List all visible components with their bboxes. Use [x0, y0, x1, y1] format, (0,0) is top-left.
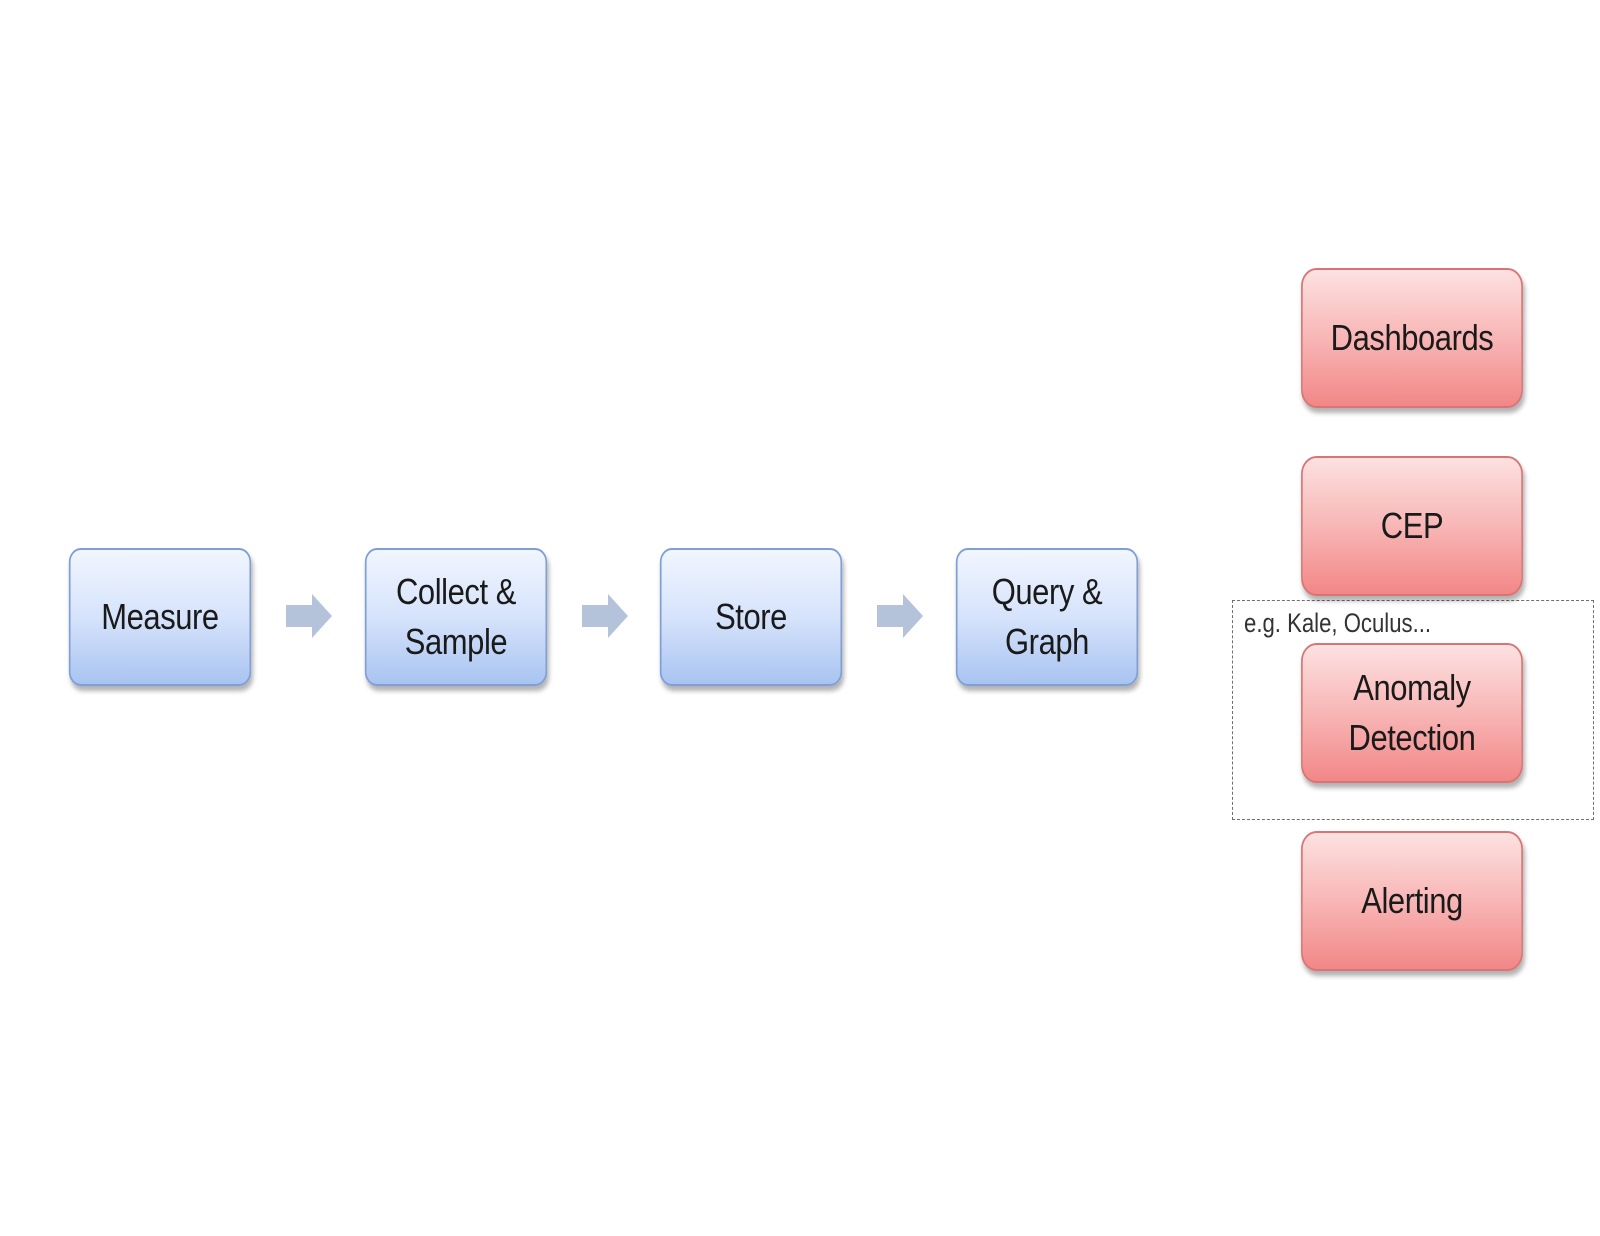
arrow-right-icon [582, 594, 628, 638]
stage-measure-label: Measure [101, 596, 219, 637]
output-dashboards: Dashboards [1301, 268, 1523, 408]
group-note: e.g. Kale, Oculus... [1244, 608, 1432, 638]
stage-store: Store [659, 548, 843, 686]
stage-store-label: Store [715, 596, 787, 637]
stage-collect-sample: Collect & Sample [364, 548, 548, 686]
output-cep-label: CEP [1380, 505, 1444, 546]
stage-measure: Measure [68, 548, 252, 686]
output-dashboards-label: Dashboards [1330, 317, 1494, 358]
output-alerting-label: Alerting [1361, 880, 1463, 921]
anomaly-detection-group [1232, 600, 1594, 820]
output-anomaly-detection-label: Anomaly Detection [1348, 667, 1476, 758]
output-anomaly-detection: Anomaly Detection [1301, 643, 1523, 783]
arrow-right-icon [286, 594, 332, 638]
output-alerting: Alerting [1301, 831, 1523, 971]
stage-query-graph-label: Query & Graph [991, 571, 1103, 662]
stage-collect-sample-label: Collect & Sample [395, 571, 517, 662]
stage-query-graph: Query & Graph [955, 548, 1139, 686]
arrow-right-icon [877, 594, 923, 638]
output-cep: CEP [1301, 456, 1523, 596]
